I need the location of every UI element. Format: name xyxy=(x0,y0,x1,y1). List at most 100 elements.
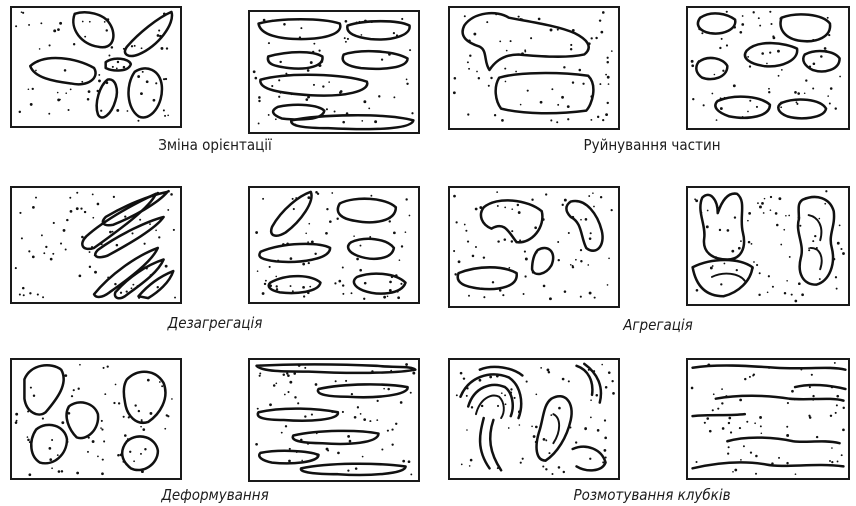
stipple-dot xyxy=(784,292,786,294)
stipple-dot xyxy=(377,400,379,402)
panel-drawing xyxy=(688,188,848,304)
stipple-dot xyxy=(454,77,457,80)
stipple-dot xyxy=(258,123,260,125)
stipple-dot xyxy=(101,420,103,422)
stipple-dot xyxy=(572,266,574,268)
stipple-dot xyxy=(520,104,522,106)
stipple-dot xyxy=(66,219,68,221)
stipple-dot xyxy=(49,458,52,461)
stipple-dot xyxy=(328,81,330,83)
stipple-dot xyxy=(318,50,320,52)
stipple-dot xyxy=(116,244,119,247)
stipple-dot xyxy=(524,275,526,277)
stipple-dot xyxy=(713,393,715,395)
stipple-dot xyxy=(825,190,827,192)
stipple-dot xyxy=(387,388,389,390)
stipple-dot xyxy=(32,88,34,90)
stipple-dot xyxy=(776,224,779,227)
stipple-dot xyxy=(57,28,60,31)
stipple-dot xyxy=(504,394,506,396)
stipple-dot xyxy=(575,441,577,443)
stipple-dot xyxy=(518,211,521,214)
stipple-dot xyxy=(297,402,299,404)
stipple-dot xyxy=(290,285,292,287)
stipple-dot xyxy=(517,204,519,206)
stipple-dot xyxy=(839,76,841,78)
stipple-dot xyxy=(580,219,582,221)
stipple-dot xyxy=(308,223,310,225)
stipple-dot xyxy=(344,37,346,39)
stipple-dot xyxy=(401,18,403,20)
stipple-dot xyxy=(511,230,513,232)
stipple-dot xyxy=(141,47,143,49)
stipple-dot xyxy=(16,420,18,422)
stipple-dot xyxy=(548,452,550,454)
stipple-dot xyxy=(354,416,357,419)
stipple-dot xyxy=(361,120,363,122)
stipple-dot xyxy=(139,219,141,221)
stipple-dot xyxy=(294,396,296,398)
stipple-dot xyxy=(538,18,541,21)
stipple-dot xyxy=(709,430,712,433)
stipple-dot xyxy=(287,391,289,393)
stipple-dot xyxy=(65,249,67,251)
stipple-dot xyxy=(791,294,793,296)
stipple-dot xyxy=(580,249,582,251)
stipple-dot xyxy=(605,74,607,76)
stipple-dot xyxy=(401,245,403,247)
stipple-dot xyxy=(103,367,105,369)
stipple-dot xyxy=(69,197,71,199)
stipple-dot xyxy=(770,23,772,25)
stipple-dot xyxy=(362,456,364,458)
stipple-dot xyxy=(808,249,810,251)
stipple-dot xyxy=(23,294,25,296)
stipple-dot xyxy=(527,90,529,92)
stipple-dot xyxy=(558,259,560,261)
stipple-dot xyxy=(468,295,470,297)
stipple-dot xyxy=(255,77,258,80)
stipple-dot xyxy=(535,393,537,395)
stipple-dot xyxy=(805,79,807,81)
stipple-dot xyxy=(301,460,303,462)
stipple-dot xyxy=(134,45,136,47)
stipple-dot xyxy=(739,427,741,429)
stipple-dot xyxy=(278,79,280,81)
stipple-dot xyxy=(780,106,782,108)
stipple-dot xyxy=(275,276,277,278)
stipple-dot xyxy=(131,45,133,47)
stipple-dot xyxy=(303,295,305,297)
caption-breakdown-of-parts: Руйнування частин xyxy=(583,136,720,154)
panel-breakdown-before xyxy=(448,6,620,130)
stipple-dot xyxy=(721,402,723,404)
stipple-dot xyxy=(15,421,18,424)
stipple-dot xyxy=(32,206,35,209)
panel-aggregation-before xyxy=(448,186,620,308)
stipple-dot xyxy=(84,36,86,38)
stipple-dot xyxy=(599,19,601,21)
stipple-dot xyxy=(734,216,736,218)
stipple-dot xyxy=(49,44,51,46)
stipple-dot xyxy=(456,394,458,396)
stipple-dot xyxy=(543,438,546,441)
stipple-dot xyxy=(589,292,592,295)
stipple-dot xyxy=(519,239,521,241)
stipple-dot xyxy=(754,422,756,424)
stipple-dot xyxy=(374,120,377,123)
stipple-dot xyxy=(479,379,482,382)
stipple-dot xyxy=(29,292,31,294)
stipple-dot xyxy=(355,467,358,470)
stipple-dot xyxy=(81,81,83,83)
stipple-dot xyxy=(795,473,797,475)
stipple-dot xyxy=(545,439,547,441)
stipple-dot xyxy=(472,255,475,258)
caption-deformation: Деформування xyxy=(161,486,268,504)
stipple-dot xyxy=(786,280,788,282)
stipple-dot xyxy=(87,451,89,453)
stipple-dot xyxy=(733,84,736,87)
stipple-dot xyxy=(478,77,480,79)
stipple-dot xyxy=(409,49,411,51)
stipple-dot xyxy=(722,427,725,430)
stipple-dot xyxy=(612,392,615,395)
stipple-dot xyxy=(470,459,473,462)
stipple-dot xyxy=(835,412,837,414)
